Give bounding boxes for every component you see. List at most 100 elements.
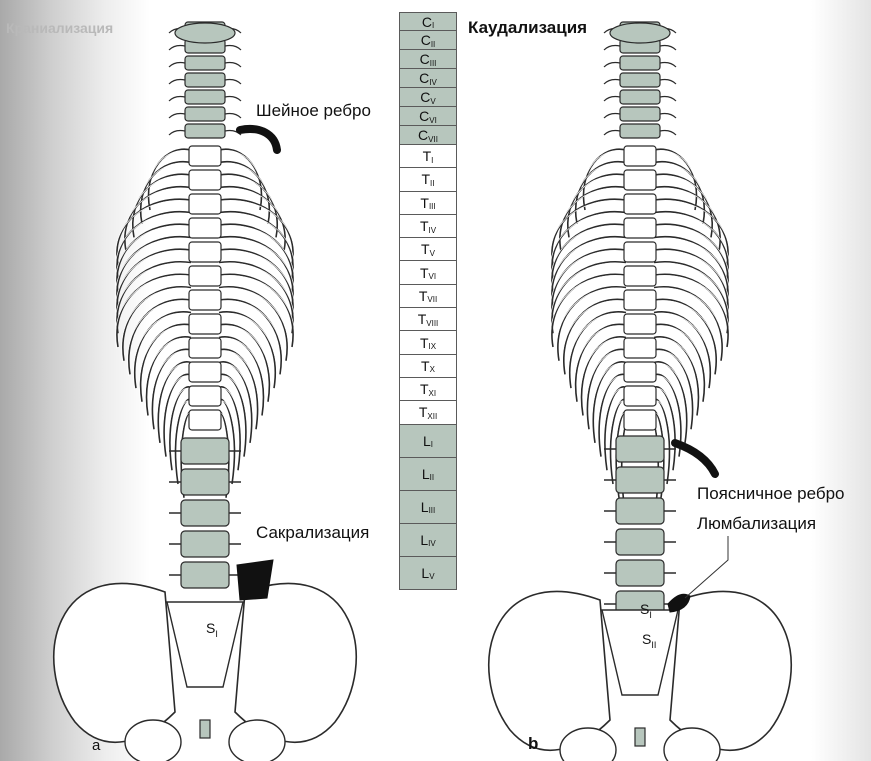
panel-a-thoracic-vertebra [189, 338, 221, 358]
segment-letter: L [422, 466, 430, 482]
panel-b-sacrum [602, 610, 678, 695]
panel-b-thoracic-vertebra [624, 410, 656, 430]
segment-c-ii: CII [399, 31, 457, 50]
panel-b-lumbar-rib [675, 443, 715, 474]
segment-subscript: V [429, 572, 434, 581]
panel-b-cervical-vertebra [620, 56, 660, 70]
panel-b-rib-inner [550, 201, 624, 267]
segment-subscript: V [430, 97, 435, 106]
segment-l-v: LV [399, 557, 457, 590]
panel-b-thoracic-vertebra [624, 290, 656, 310]
panel-a-rib-inner [115, 201, 189, 267]
panel-a-thoracic-vertebra [189, 386, 221, 406]
segment-subscript: III [430, 59, 437, 68]
panel-a-sacrum [167, 602, 243, 687]
panel-a-sacral-label: SI [206, 620, 218, 636]
segment-t-i: TI [399, 145, 457, 168]
panel-a-thoracic-vertebra [189, 218, 221, 238]
panel-b-letter: b [528, 734, 538, 754]
panel-b-cervical-vertebra [620, 90, 660, 104]
panel-b-thoracic-vertebra [624, 242, 656, 262]
panel-a-cervical-rib [240, 129, 277, 150]
panel-b-atlas [610, 23, 670, 43]
panel-a-left-ilium [54, 583, 175, 742]
segment-letter: T [420, 218, 429, 234]
panel-b-rib-inner [582, 151, 625, 212]
panel-a-left-obturator [125, 720, 181, 761]
segment-subscript: VI [429, 116, 437, 125]
segment-letter: T [420, 335, 429, 351]
segment-subscript: VI [429, 272, 437, 281]
s1-letter: S [640, 601, 649, 617]
segment-subscript: VII [427, 295, 437, 304]
segment-c-vi: CVI [399, 107, 457, 126]
segment-letter: T [420, 195, 429, 211]
panel-b-cervical-vertebra [620, 124, 660, 138]
cervical-rib-label: Шейное ребро [256, 101, 371, 121]
segment-letter: T [421, 241, 430, 257]
segment-subscript: XI [429, 389, 437, 398]
panel-a-lumbar-vertebra [181, 469, 229, 495]
panel-b-thoracic-vertebra [624, 146, 656, 166]
segment-subscript: XII [427, 412, 437, 421]
panel-b-thoracic-vertebra [624, 314, 656, 334]
panel-a-thoracic-vertebra [189, 194, 221, 214]
panel-a-lumbar-vertebra [181, 531, 229, 557]
segment-subscript: V [430, 249, 435, 258]
segment-l-i: LI [399, 425, 457, 458]
panel-b-s2-label: SII [642, 631, 656, 647]
panel-a-rib-inner [221, 201, 295, 267]
segment-letter: C [419, 70, 429, 86]
panel-b-lumbar-vertebra [616, 529, 664, 555]
segment-l-iii: LIII [399, 491, 457, 524]
s2-subscript: II [651, 640, 656, 650]
panel-a-rib-inner [221, 151, 264, 212]
s1-subscript: I [649, 610, 652, 620]
panel-b-thoracic-vertebra [624, 194, 656, 214]
segment-subscript: I [431, 156, 433, 165]
panel-a-thoracic-vertebra [189, 266, 221, 286]
panel-a-thoracic-vertebra [189, 290, 221, 310]
panel-b-cervical-vertebra [620, 107, 660, 121]
right-title: Каудализация [468, 18, 587, 38]
segment-subscript: X [430, 365, 435, 374]
segment-letter: C [418, 127, 428, 143]
panel-b-lumbar-vertebra [616, 436, 664, 462]
segment-letter: L [420, 532, 428, 548]
panel-b-thoracic-vertebra [624, 362, 656, 382]
segment-letter: T [423, 148, 432, 164]
segment-t-v: TV [399, 238, 457, 261]
segment-letter: T [419, 288, 428, 304]
panel-b-thoracic-vertebra [624, 170, 656, 190]
segment-subscript: IX [429, 342, 437, 351]
segment-letter: T [420, 265, 429, 281]
panel-a-thoracic-vertebra [189, 314, 221, 334]
panel-a-sacralization-mark [237, 560, 273, 600]
panel-a-atlas [175, 23, 235, 43]
segment-letter: T [420, 381, 429, 397]
panel-a-rib-inner [147, 151, 190, 212]
segment-letter: C [421, 32, 431, 48]
panel-a-cervical-vertebra [185, 107, 225, 121]
segment-subscript: VIII [426, 319, 438, 328]
panel-b-cervical-vertebra [620, 73, 660, 87]
segment-t-xii: TXII [399, 401, 457, 424]
panel-a-lumbar-vertebra [181, 500, 229, 526]
panel-a-thoracic-vertebra [189, 362, 221, 382]
panel-a-pubic-symphysis [200, 720, 210, 738]
segment-t-ix: TIX [399, 331, 457, 354]
segment-subscript: III [429, 202, 436, 211]
segment-subscript: IV [429, 226, 437, 235]
panel-a-thoracic-vertebra [189, 242, 221, 262]
segment-subscript: I [432, 21, 434, 30]
segment-letter: T [421, 171, 430, 187]
segment-letter: T [419, 404, 428, 420]
panel-b-right-ilium [670, 591, 791, 750]
